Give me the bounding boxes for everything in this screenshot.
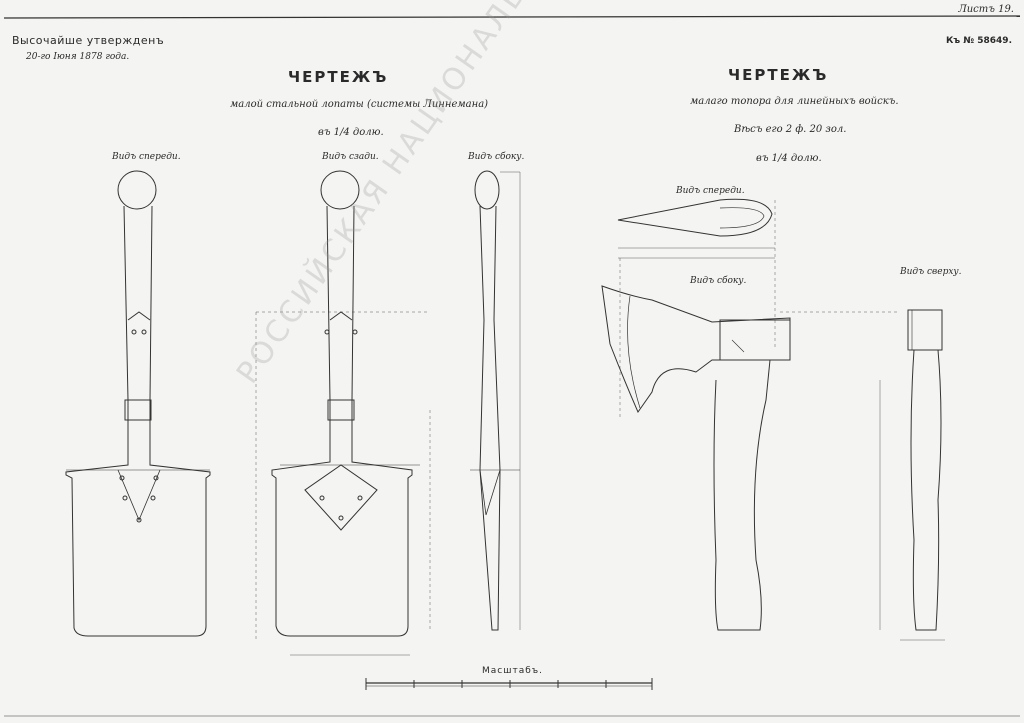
approval-date: 20-го Iюня 1878 года. [26, 52, 130, 62]
shovel-side-view [429, 170, 521, 631]
shovel-subtitle: малой стальной лопаты (системы Линнемана… [230, 99, 489, 110]
top-border-line [3, 15, 1021, 19]
shovel-back-view [255, 170, 430, 656]
shovel-scale: въ 1/4 долю. [318, 127, 384, 138]
axe-side-view [601, 258, 900, 631]
axe-weight: Вѣсъ его 2 ф. 20 зол. [734, 124, 847, 135]
shovel-view-side-label: Видъ сбоку. [468, 152, 525, 162]
shovel-view-back-label: Видъ сзади. [322, 152, 379, 162]
document-number: Къ № 58649. [946, 36, 1012, 46]
axe-scale: въ 1/4 долю. [756, 153, 822, 164]
shovel-view-front-label: Видъ спереди. [112, 152, 181, 162]
axe-view-top-label: Видъ сверху. [900, 267, 962, 277]
sheet-number: Листъ 19. [958, 4, 1014, 15]
scale-bar-label: Масштабъ. [482, 666, 543, 676]
axe-title: ЧЕРТЕЖЪ [728, 66, 829, 84]
axe-front-view [617, 198, 776, 350]
axe-subtitle: малаго топора для линейныхъ войскъ. [690, 96, 899, 107]
approval-stamp: Высочайше утвержденъ [12, 34, 165, 47]
scale-bar [365, 678, 653, 690]
axe-view-side-label: Видъ сбоку. [690, 276, 747, 286]
axe-view-front-label: Видъ спереди. [676, 186, 745, 196]
shovel-front-view [65, 170, 211, 637]
shovel-title: ЧЕРТЕЖЪ [288, 68, 389, 86]
axe-top-view [900, 309, 945, 641]
